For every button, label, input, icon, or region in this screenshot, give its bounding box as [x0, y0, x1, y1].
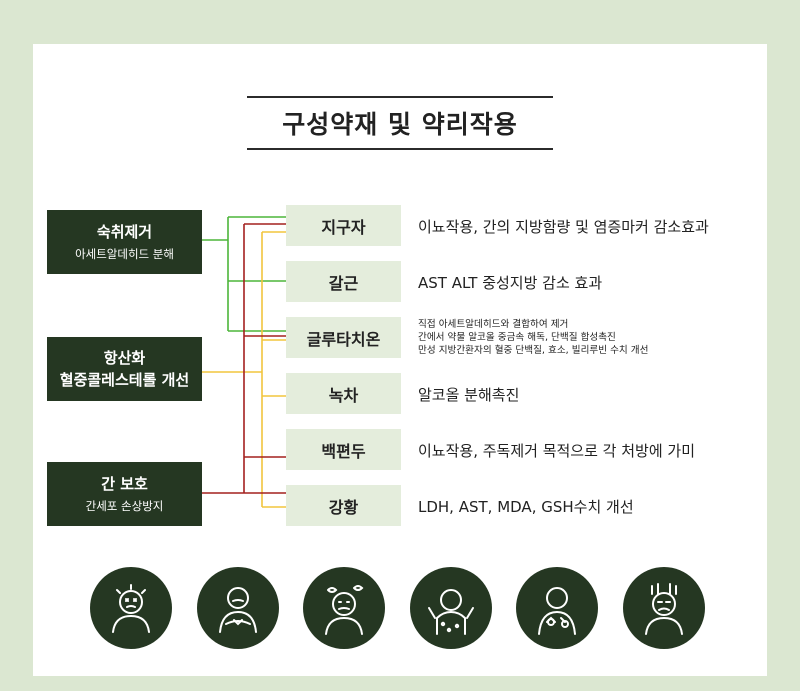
- category-liver-protection: 간 보호 간세포 손상방지: [47, 462, 202, 526]
- category-title: 간 보호: [101, 475, 148, 493]
- herb-box-green-tea: 녹차: [286, 373, 401, 414]
- herb-box-turmeric: 강황: [286, 485, 401, 526]
- herb-effect-green-tea: 알코올 분해촉진: [418, 386, 520, 404]
- headache-person-icon: [303, 567, 385, 649]
- herb-box-baekpyeondu: 백편두: [286, 429, 401, 470]
- title-box: 구성약재 및 약리작용: [247, 96, 553, 150]
- herb-effect-glutathione: 직접 아세트알데히드와 결합하여 제거 간에서 약물 알코올 중금속 해독, 단…: [418, 318, 648, 357]
- herb-box-glutathione: 글루타치온: [286, 317, 401, 358]
- effect-line: 만성 지방간환자의 혈중 단백질, 효소, 빌리루빈 수치 개선: [418, 345, 649, 356]
- effect-line: 간에서 약물 알코올 중금속 해독, 단백질 합성촉진: [418, 332, 616, 343]
- hangover-dizzy-person-icon: [90, 567, 172, 649]
- yellow-connectors: [202, 231, 286, 508]
- category-title: 항산화: [103, 349, 146, 367]
- fatigue-person-icon: [623, 567, 705, 649]
- category-antioxidant: 항산화 혈중콜레스테롤 개선: [47, 337, 202, 401]
- page-title: 구성약재 및 약리작용: [282, 110, 518, 139]
- itchy-skin-person-icon: [410, 567, 492, 649]
- chest-pain-person-icon: [197, 567, 279, 649]
- herb-box-jiguja: 지구자: [286, 205, 401, 246]
- herb-effect-galgeun: AST ALT 중성지방 감소 효과: [418, 274, 603, 292]
- herb-effect-baekpyeondu: 이뇨작용, 주독제거 목적으로 각 처방에 가미: [418, 442, 696, 460]
- category-subtitle: 간세포 손상방지: [85, 499, 164, 513]
- red-connectors: [202, 223, 286, 494]
- category-subtitle: 혈중콜레스테롤 개선: [59, 371, 190, 389]
- herb-box-galgeun: 갈근: [286, 261, 401, 302]
- liver-pain-person-icon: [516, 567, 598, 649]
- category-subtitle: 아세트알데히드 분해: [75, 247, 174, 261]
- category-hangover: 숙취제거 아세트알데히드 분해: [47, 210, 202, 274]
- green-connectors: [202, 216, 286, 332]
- category-title: 숙취제거: [96, 223, 153, 241]
- herb-effect-jiguja: 이뇨작용, 간의 지방함량 및 염증마커 감소효과: [418, 218, 709, 236]
- herb-effect-turmeric: LDH, AST, MDA, GSH수치 개선: [418, 498, 634, 516]
- effect-line: 직접 아세트알데히드와 결합하여 제거: [418, 319, 569, 330]
